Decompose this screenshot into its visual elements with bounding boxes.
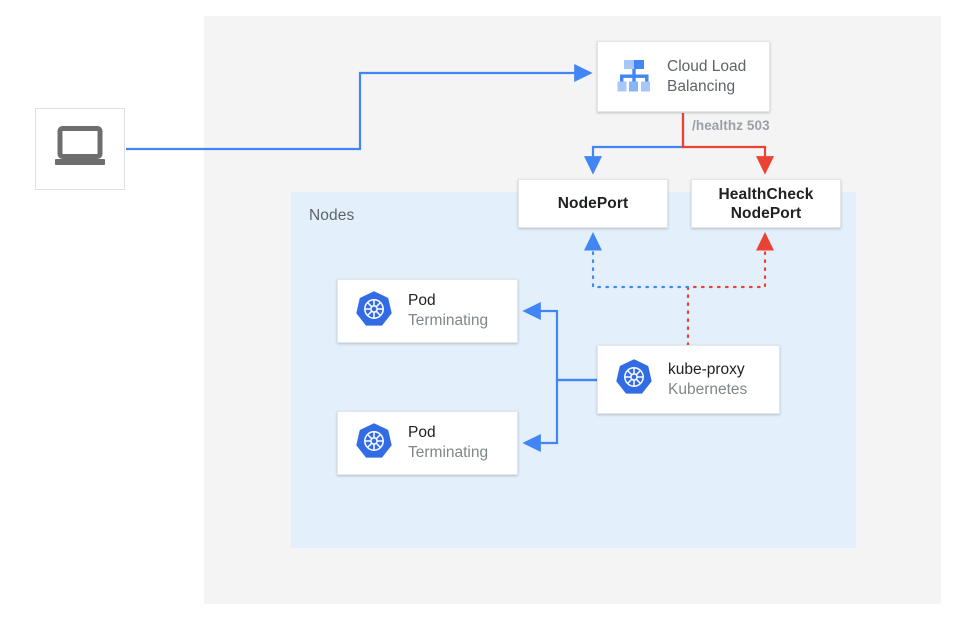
healthcheck-nodeport-label-line1: HealthCheck [718, 185, 814, 203]
healthz-status-label: /healthz 503 [692, 118, 770, 133]
kube-proxy-node[interactable]: kube-proxy Kubernetes [597, 345, 780, 414]
edge-lb-to-nodeport [583, 113, 685, 175]
edge-kubeproxy-to-healthcheck-dotted [686, 232, 775, 347]
healthcheck-nodeport-node[interactable]: HealthCheck NodePort [691, 179, 841, 228]
client-node[interactable] [35, 108, 125, 190]
edge-kubeproxy-to-pod-1 [522, 301, 597, 382]
cloud-load-balancing-node[interactable]: Cloud Load Balancing [597, 41, 770, 112]
pod-2-status: Terminating [408, 444, 489, 461]
cloud-load-balancing-icon [611, 57, 655, 97]
kubernetes-icon [614, 357, 654, 402]
pod-2-title: Pod [408, 424, 436, 441]
pod-node-1[interactable]: Pod Terminating [337, 279, 518, 343]
nodes-panel-label: Nodes [309, 207, 355, 224]
kubernetes-icon [354, 289, 394, 334]
edge-kubeproxy-to-pod-2 [522, 378, 597, 453]
healthcheck-nodeport-label-line2: NodePort [730, 204, 802, 222]
pod-1-status: Terminating [408, 312, 489, 329]
edge-lb-to-healthcheck-nodeport [681, 113, 775, 175]
laptop-icon [53, 126, 107, 173]
kube-proxy-subtitle: Kubernetes [668, 380, 748, 398]
kube-proxy-title: kube-proxy [668, 360, 745, 378]
kubernetes-icon [354, 421, 394, 466]
cloud-load-balancing-label-line2: Balancing [667, 77, 736, 95]
cloud-load-balancing-label-line1: Cloud Load [667, 57, 747, 75]
pod-1-title: Pod [408, 292, 436, 309]
pod-node-2[interactable]: Pod Terminating [337, 411, 518, 475]
nodeport-label: NodePort [557, 195, 629, 212]
nodeport-node[interactable]: NodePort [518, 179, 668, 228]
edge-kubeproxy-to-nodeport-dotted [583, 232, 690, 289]
edge-client-to-load-balancer [126, 63, 593, 151]
